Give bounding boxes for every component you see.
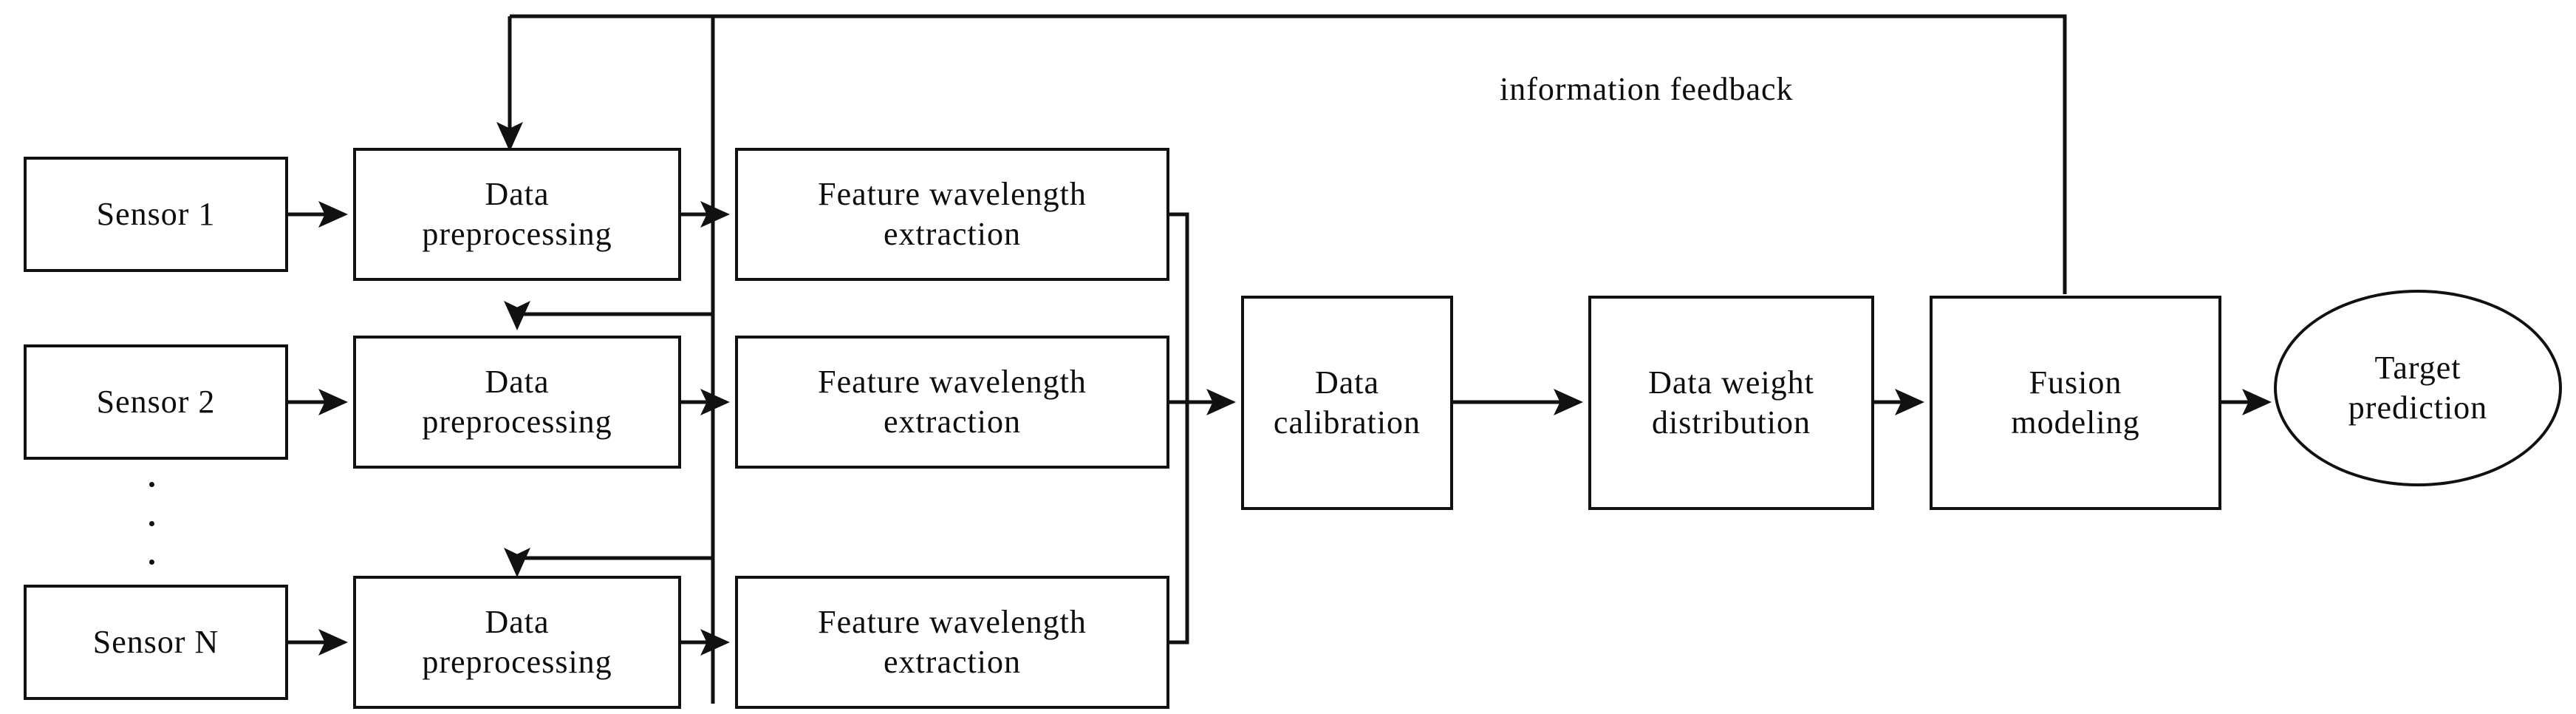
- node-data-weight-distribution-label: Data weight distribution: [1648, 364, 1814, 441]
- edge-featuren-to-bus: [1169, 402, 1189, 645]
- node-preprocessing-2-label: Data preprocessing: [422, 364, 612, 440]
- node-fusion-modeling-label: Fusion modeling: [2011, 364, 2140, 441]
- node-feature-extraction-1[interactable]: Feature wavelength extraction: [735, 148, 1169, 281]
- node-preprocessing-2[interactable]: Data preprocessing: [353, 336, 681, 469]
- node-sensor-2[interactable]: Sensor 2: [24, 344, 288, 460]
- edge-feature1-to-bus: [1169, 212, 1189, 402]
- node-sensor-1[interactable]: Sensor 1: [24, 157, 288, 272]
- node-preprocessing-1[interactable]: Data preprocessing: [353, 148, 681, 281]
- edge-feedback-riser: [510, 14, 2067, 294]
- edge-feedback-to-preprocessing2: [504, 301, 713, 330]
- ellipsis-dot: [148, 560, 154, 565]
- sensor-ellipsis: [146, 482, 157, 565]
- node-sensor-1-label: Sensor 1: [96, 196, 216, 233]
- node-feature-extraction-2[interactable]: Feature wavelength extraction: [735, 336, 1169, 469]
- node-feature-extraction-n-label: Feature wavelength extraction: [818, 604, 1087, 680]
- node-data-calibration[interactable]: Data calibration: [1241, 296, 1453, 510]
- node-sensor-n[interactable]: Sensor N: [24, 585, 288, 700]
- ellipsis-dot: [148, 482, 154, 487]
- node-sensor-n-label: Sensor N: [92, 624, 219, 661]
- node-feature-extraction-1-label: Feature wavelength extraction: [818, 176, 1087, 252]
- node-target-prediction[interactable]: Target prediction: [2274, 290, 2562, 486]
- node-preprocessing-1-label: Data preprocessing: [422, 176, 612, 252]
- node-feature-extraction-n[interactable]: Feature wavelength extraction: [735, 576, 1169, 709]
- edge-feedback-to-preprocessingn: [504, 548, 713, 577]
- node-preprocessing-n-label: Data preprocessing: [422, 604, 612, 680]
- label-information-feedback: information feedback: [1500, 71, 1794, 107]
- node-sensor-2-label: Sensor 2: [96, 384, 216, 421]
- node-data-weight-distribution[interactable]: Data weight distribution: [1588, 296, 1874, 510]
- node-preprocessing-n[interactable]: Data preprocessing: [353, 576, 681, 709]
- node-fusion-modeling[interactable]: Fusion modeling: [1930, 296, 2221, 510]
- node-feature-extraction-2-label: Feature wavelength extraction: [818, 364, 1087, 440]
- node-target-prediction-label: Target prediction: [2348, 350, 2488, 426]
- node-data-calibration-label: Data calibration: [1273, 364, 1421, 441]
- ellipsis-dot: [148, 520, 154, 526]
